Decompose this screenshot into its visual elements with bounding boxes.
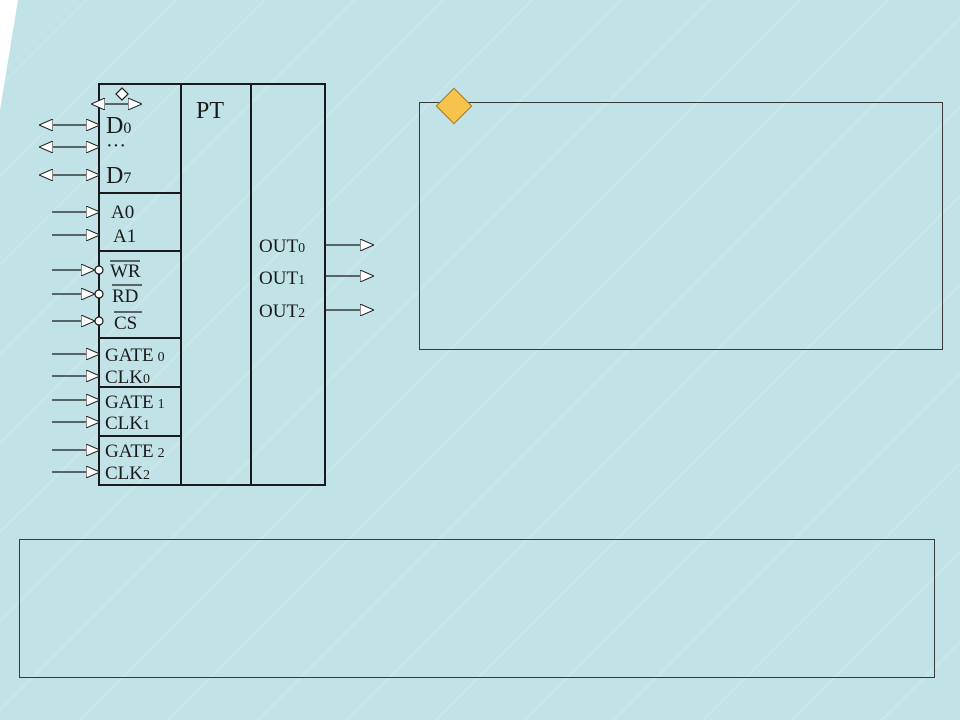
note-panel xyxy=(419,102,943,350)
caption-panel xyxy=(19,539,935,678)
out0-label: OUT0 xyxy=(259,236,305,257)
a1-label: A1 xyxy=(113,226,136,247)
d0-label: D0 xyxy=(106,113,131,139)
out2-label: OUT2 xyxy=(259,301,305,322)
rd-inversion-bubble xyxy=(94,289,104,299)
chip-title: PT xyxy=(196,98,224,124)
a0-label: A0 xyxy=(111,202,134,223)
chip-outline xyxy=(98,83,326,486)
cs-label: CS xyxy=(114,313,137,334)
small-diamond-icon xyxy=(115,87,129,101)
clk2-label: CLK2 xyxy=(105,463,150,484)
cs-inversion-bubble xyxy=(94,316,104,326)
wr-label: WR xyxy=(110,261,141,282)
chip-body xyxy=(98,83,326,486)
corner-wedge-shape xyxy=(0,0,18,110)
clk1-label: CLK1 xyxy=(105,413,150,434)
rd-label: RD xyxy=(112,286,138,307)
wr-inversion-bubble xyxy=(94,265,104,275)
out1-label: OUT1 xyxy=(259,268,305,289)
d7-label: D7 xyxy=(106,163,131,189)
clk0-label: CLK0 xyxy=(105,367,150,388)
data-ellipsis: ··· xyxy=(106,135,126,157)
